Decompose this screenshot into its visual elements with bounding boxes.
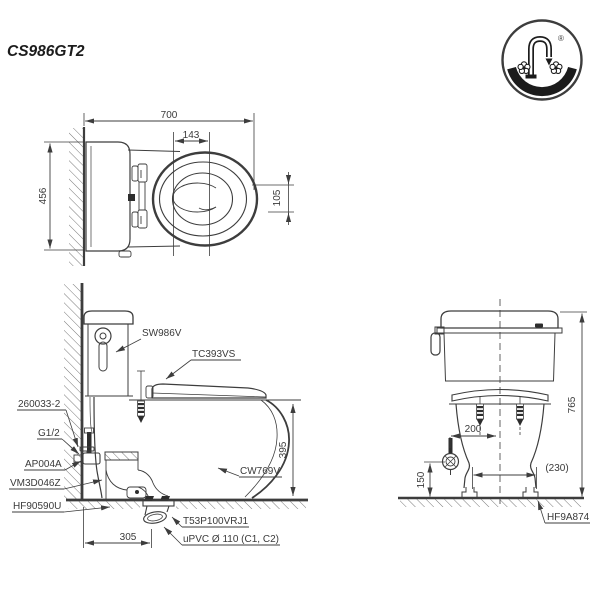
foot-right bbox=[522, 487, 539, 499]
bowl-side bbox=[89, 396, 290, 499]
dim-supply-height: 150 bbox=[416, 471, 427, 488]
label-stop-valve: AP004A bbox=[25, 459, 62, 470]
cistern-front bbox=[430, 310, 563, 382]
label-connector: VM3D046Z bbox=[10, 478, 61, 489]
cistern-side bbox=[83, 310, 134, 397]
seat-bolt-right bbox=[516, 403, 524, 427]
dim-total-height: 765 bbox=[567, 396, 578, 413]
supply-valve-front bbox=[441, 438, 460, 475]
trapway-cutaway bbox=[104, 451, 170, 501]
flower-icon-left bbox=[517, 61, 531, 75]
dim-rim-height: 395 bbox=[278, 441, 289, 458]
label-cistern: SW986V bbox=[142, 328, 182, 339]
water-surface-arc bbox=[172, 182, 217, 213]
dim-seat-hole-width: 143 bbox=[183, 130, 200, 141]
front-view: 200 150 (230) 765 HF9A874 bbox=[398, 299, 590, 524]
label-foot-fixing: HF9A874 bbox=[547, 512, 590, 523]
seat-bolt-left bbox=[476, 403, 484, 427]
dim-outlet-setout: 305 bbox=[120, 532, 137, 543]
basin-icon bbox=[507, 67, 577, 97]
brand-logo: ® bbox=[501, 19, 583, 101]
foot-left bbox=[461, 487, 478, 499]
flower-icon-right bbox=[549, 61, 563, 75]
brand-chip bbox=[535, 323, 543, 328]
dim-total-length: 700 bbox=[161, 110, 178, 121]
label-thread: G1/2 bbox=[38, 428, 60, 439]
dim-offset: 105 bbox=[272, 189, 283, 206]
outlet-pipe-side bbox=[142, 499, 175, 524]
floor-hatch-side bbox=[68, 501, 140, 509]
flush-button-top bbox=[128, 194, 135, 201]
label-outlet-socket: T53P100VRJ1 bbox=[183, 516, 248, 527]
label-floor-fixing: HF90590U bbox=[13, 501, 61, 512]
floor-hatch-front bbox=[400, 499, 582, 507]
seat-side bbox=[145, 383, 267, 399]
flush-lever-side bbox=[94, 327, 112, 345]
logo-circle bbox=[501, 19, 583, 101]
seat-bolt-side bbox=[137, 400, 145, 424]
inlet-spud bbox=[104, 451, 139, 461]
supply-valve-side bbox=[73, 427, 101, 465]
dim-foot-spacing: (230) bbox=[545, 463, 568, 474]
label-bowl: CW769V bbox=[240, 466, 280, 477]
wall-hatch-top bbox=[69, 128, 83, 266]
seat-hinges-top bbox=[131, 163, 148, 229]
flush-lever-front bbox=[434, 326, 445, 335]
registered-mark: ® bbox=[558, 34, 564, 43]
side-view: 395 305 SW986V TC393VS 260033-2 G1/2 AP0… bbox=[9, 283, 308, 548]
wall-hatch-side bbox=[64, 284, 81, 500]
label-inlet-pipe: 260033-2 bbox=[18, 399, 61, 410]
top-view: 700 143 105 456 bbox=[38, 110, 294, 266]
page-title: CS986GT2 bbox=[7, 43, 85, 60]
cistern-top-outline bbox=[85, 141, 131, 252]
dim-width: 456 bbox=[38, 187, 49, 204]
label-seat: TC393VS bbox=[192, 349, 236, 360]
dim-supply-offset: 200 bbox=[465, 424, 482, 435]
faucet-icon bbox=[525, 35, 553, 79]
seat-lid-outline bbox=[151, 151, 259, 247]
label-waste-pipe: uPVC Ø 110 (C1, C2) bbox=[183, 534, 279, 545]
